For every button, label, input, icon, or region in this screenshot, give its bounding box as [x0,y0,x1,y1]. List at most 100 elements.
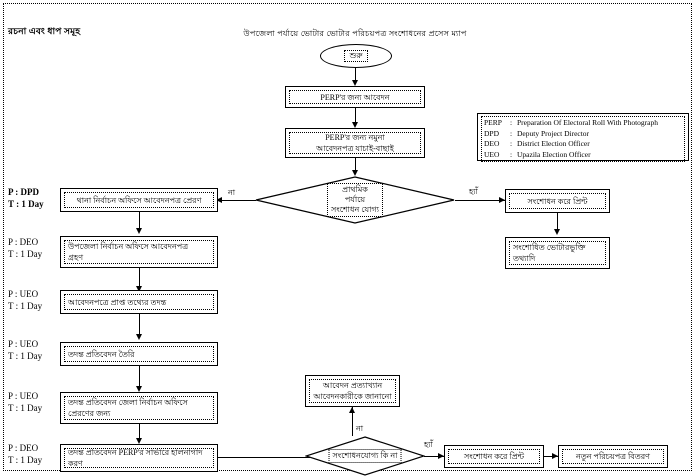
node-line: গ্রহণ [68,253,84,262]
node-send-district: তদন্ত প্রতিবেদন জেলা নির্বাচন অফিসে প্রে… [60,392,218,424]
start-label: শুরু [344,50,368,62]
connector-update-to-decision [218,457,310,458]
arrow-down [136,228,142,234]
stage-time: T : 1 Day [8,403,43,413]
arrow-down [352,170,358,176]
node-perp-update: তদন্ত প্রতিবেদন PERP'র সার্ভারে হালনাগাদ… [60,444,218,472]
legend-colon: : [510,149,513,159]
node-text: PERP'র জন্য নমুনা আবেদনপত্র যাচাই-বাছাই [289,132,421,154]
node-reject: আবেদন প্রত্যাখ্যান আবেদনকারীকে জানানো [305,375,400,407]
connector-decision-yes [455,200,505,201]
node-line: উপজেলা নির্বাচন অফিসে আবেদনপত্র [68,242,189,251]
stage-label-4: P : UEO T : 1 Day [8,338,42,362]
legend-inner: PERP : Preparation Of Electoral Roll Wit… [481,116,685,162]
arrow-down [136,386,142,392]
stage-time: T : 1 Day [8,351,43,361]
decision-bottom-text: সংশোধনযোগ্য কি না [328,449,402,463]
legend-key: PERP [484,118,502,127]
legend-colon: : [510,118,513,127]
node-new-id-card: নতুন পরিচয়পত্র বিতরণ [558,445,668,468]
decision-bottom: সংশোধনযোগ্য কি না [305,436,425,476]
legend-colon: : [510,128,513,138]
node-report-prepare: তদন্ত প্রতিবেদন তৈরি [60,342,218,366]
node-text: তদন্ত প্রতিবেদন তৈরি [64,346,214,362]
connector-form-to-decision [355,158,356,172]
stage-time: T : 1 Day [8,249,43,259]
stage-label-3: P : UEO T : 1 Day [8,288,42,312]
node-text: নতুন পরিচয়পত্র বিতরণ [562,449,664,464]
stage-label-6: P : DEO T : 1 Day [8,442,42,466]
node-line: আবেদন প্রত্যাখ্যান [322,381,383,390]
node-line: PERP'র জন্য আবেদন [320,92,390,102]
stage-person: P : DPD [8,187,39,197]
legend-row: DEO : District Election Officer [484,139,682,150]
diamond-shape [305,436,425,476]
arrow-down [136,334,142,340]
connector-decision-bottom-yes [424,456,444,457]
arrow-down [136,438,142,444]
legend-colon: : [510,139,513,148]
edge-label-yes-bottom: হ্যাঁ [424,440,433,449]
connector-verify-to-report [139,314,140,336]
node-text: থানা নির্বাচন অফিসে আবেদনপত্র প্রেরণ [64,192,214,208]
node-line: প্রেরণের জন্য [68,409,111,418]
node-text: সংশোধন করে প্রিন্ট [509,193,606,209]
edge-label-no: না [228,188,236,197]
legend-row: PERP : Preparation Of Electoral Roll Wit… [484,118,682,129]
start-node: শুরু [320,44,392,68]
legend-box: PERP : Preparation Of Electoral Roll Wit… [477,113,689,162]
node-line: তদন্ত প্রতিবেদন তৈরি [68,349,135,359]
connector-print-to-info [557,213,558,231]
node-line: আবেদনপত্র যাচাই-বাছাই [316,144,394,153]
stage-label-5: P : UEO T : 1 Day [8,390,42,414]
arrow-down [554,229,560,235]
node-line: সংশোধন করে প্রিন্ট [527,196,588,206]
node-upazila-receive: উপজেলা নির্বাচন অফিসে আবেদনপত্র গ্রহণ [60,236,218,268]
node-line: সংশোধন করে প্রিন্ট [463,452,525,461]
connector-decision-to-reject [352,407,353,436]
decision-top-text: প্রাথমিক পর্যায়ে সংশোধন যোগ্য [327,183,383,217]
node-text: আবেদন প্রত্যাখ্যান আবেদনকারীকে জানানো [309,379,396,403]
stage-time: T : 1 Day [8,455,43,465]
node-line: প্রাথমিক [342,185,368,194]
arrow-up [349,407,355,413]
node-correct-print-bottom: সংশোধন করে প্রিন্ট [444,445,544,468]
node-line: সংশোধনযোগ্য কি না [332,451,398,460]
node-line: পর্যায়ে [344,195,366,204]
node-line: সংশোধিত ভোটারভুক্তি [513,243,586,252]
connector-decision-no [222,200,256,201]
stage-time: T : 1 Day [8,301,43,311]
stage-person: P : UEO [8,289,39,299]
legend-value: Deputy Project Director [517,128,590,138]
node-text: সংশোধন করে প্রিন্ট [448,449,540,464]
legend-row: UEO : Upazila Election Officer [484,150,682,161]
node-line: নতুন পরিচয়পত্র বিতরণ [576,452,650,461]
node-line: থানা নির্বাচন অফিসে আবেদনপত্র প্রেরণ [76,195,202,205]
node-text: সংশোধিত ভোটারভুক্তি তথ্যাদি [509,241,606,265]
node-text: আবেদনপত্রে প্রাপ্ত তথ্যের তদন্ত [64,294,214,310]
stage-person: P : DEO [8,237,39,247]
connector-upazila-to-verify [139,268,140,288]
node-line: আবেদনকারীকে জানানো [313,392,392,401]
node-perp-application: PERP'র জন্য আবেদন [285,86,425,108]
arrow-down [352,80,358,86]
stage-time: T : 1 Day [8,199,44,209]
node-text: তদন্ত প্রতিবেদন PERP'র সার্ভারে হালনাগাদ… [64,448,214,468]
node-line: সংশোধন যোগ্য [331,205,379,214]
stage-label-1: P : DPD T : 1 Day [8,186,44,210]
legend-row: DPD : Deputy Project Director [484,129,682,140]
node-text: উপজেলা নির্বাচন অফিসে আবেদনপত্র গ্রহণ [64,240,214,264]
legend-key: DEO [484,139,500,148]
page-border [3,3,692,471]
stage-person: P : DEO [8,443,39,453]
arrow-down [136,286,142,292]
stage-label-2: P : DEO T : 1 Day [8,236,42,260]
legend-value: Upazila Election Officer [517,149,591,159]
node-line: তথ্যাদি [513,254,536,263]
node-line: আবেদনপত্রে প্রাপ্ত তথ্যের তদন্ত [68,297,167,307]
stage-person: P : UEO [8,339,39,349]
arrow-right [499,196,505,203]
node-text: PERP'র জন্য আবেদন [289,90,421,104]
node-thana-office: থানা নির্বাচন অফিসে আবেদনপত্র প্রেরণ [60,188,218,212]
chart-heading: উপজেলা পর্যায়ে ভোটার ভোটার পরিচয়পত্র স… [243,29,467,38]
